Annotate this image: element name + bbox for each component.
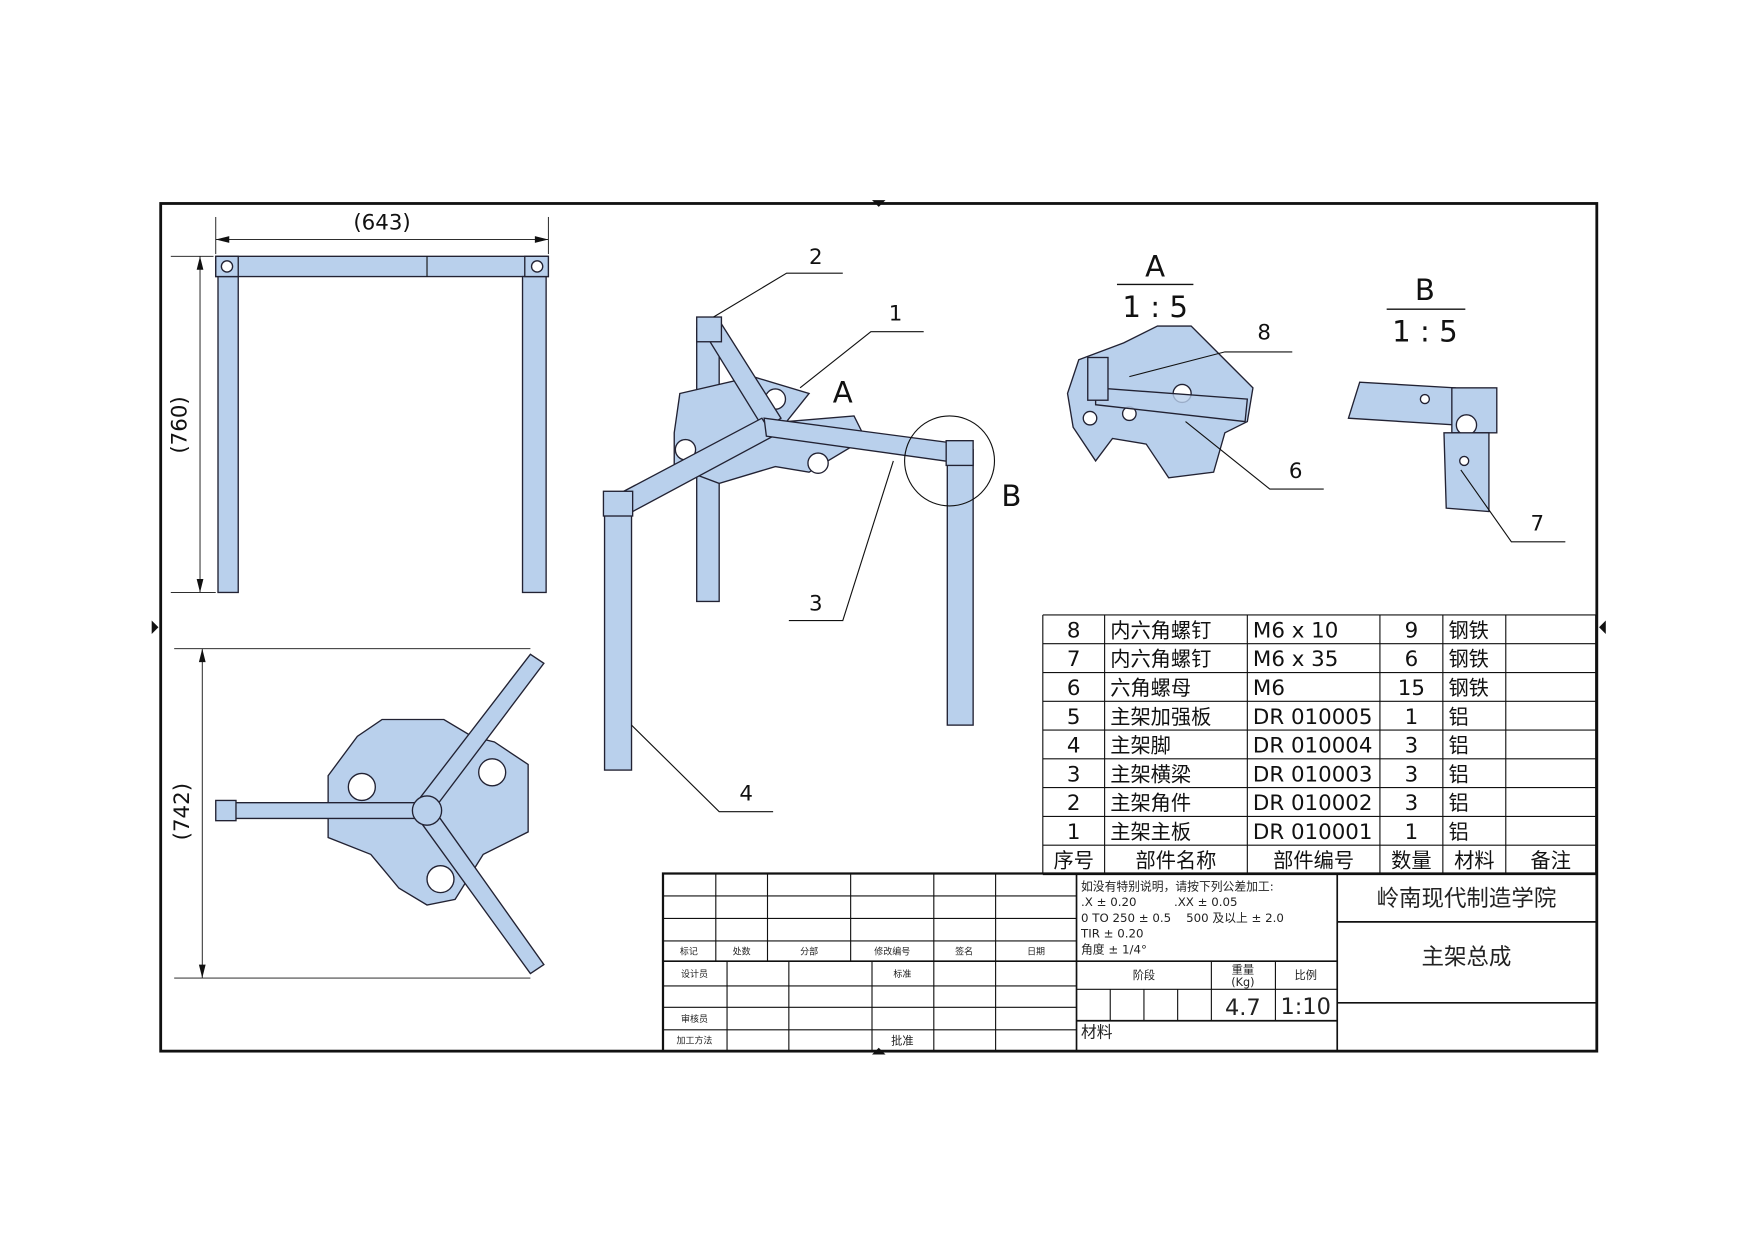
center-marks <box>151 200 1606 1055</box>
bom-cell: 5 <box>1067 705 1081 730</box>
drawing-title: 主架总成 <box>1422 945 1512 971</box>
bom-cell: 铝 <box>1448 734 1468 758</box>
rev-header-change-no: 修改编号 <box>874 945 910 957</box>
bom-cell: 4 <box>1067 734 1081 759</box>
bom-cell: 2 <box>1067 791 1081 816</box>
bom-cell: 主架主板 <box>1110 820 1191 844</box>
detail-a-view: A 1 : 5 8 6 <box>1066 250 1324 490</box>
top-height-dimension: (742) <box>170 783 195 840</box>
tolerance-line-1: 如没有特别说明，请按下列公差加工: <box>1081 879 1274 893</box>
balloon-3: 3 <box>809 591 823 616</box>
bom-cell: DR 010002 <box>1253 791 1373 816</box>
front-width-dimension: (643) <box>353 210 410 235</box>
front-view: (643) (760) <box>168 210 550 594</box>
process-label: 加工方法 <box>676 1034 712 1046</box>
top-view: (742) <box>170 648 545 979</box>
rev-header-signature: 签名 <box>955 945 973 957</box>
school-name: 岭南现代制造学院 <box>1377 886 1557 912</box>
bom-cell: 钢铁 <box>1448 676 1488 700</box>
bom-header: 备注 <box>1531 849 1571 873</box>
bom-cell: 15 <box>1398 676 1425 701</box>
balloon-8: 8 <box>1257 321 1271 346</box>
bom-cell: 1 <box>1405 820 1419 845</box>
bom-cell: M6 x 35 <box>1253 647 1338 672</box>
tolerance-line-2: .X ± 0.20 .XX ± 0.05 <box>1081 895 1238 909</box>
bom-cell: DR 010003 <box>1253 762 1373 787</box>
approve-label: 批准 <box>891 1033 913 1047</box>
bom-header: 部件名称 <box>1136 849 1217 873</box>
drawing-frame <box>159 202 1599 1053</box>
detail-b-view: B 1 : 5 7 <box>1347 273 1566 543</box>
standard-label: 标准 <box>893 968 911 980</box>
tolerance-line-5: 角度 ± 1/4° <box>1081 942 1147 956</box>
balloon-7: 7 <box>1530 512 1544 537</box>
bom-cell: 铝 <box>1448 705 1468 729</box>
bom-cell: DR 010005 <box>1253 705 1373 730</box>
bom-cell: 3 <box>1405 791 1419 816</box>
title-block <box>661 872 1598 1053</box>
bom-cell: 内六角螺钉 <box>1110 647 1211 671</box>
bom-cell: 主架脚 <box>1110 734 1171 758</box>
bom-table: 8 内六角螺钉 M6 x 10 9 钢铁 7 内六角螺钉 M6 x 35 6 钢铁 6 六角螺母 M6 1… <box>1042 614 1597 876</box>
bom-cell: 主架横梁 <box>1110 762 1191 786</box>
material-label: 材料 <box>1081 1023 1113 1042</box>
balloon-6: 6 <box>1289 459 1303 484</box>
detail-b-circle <box>904 415 996 507</box>
rev-header-date: 日期 <box>1027 946 1045 957</box>
bom-cell: 六角螺母 <box>1110 676 1191 700</box>
stage-label: 阶段 <box>1133 968 1155 982</box>
bom-cell: 铝 <box>1448 762 1468 786</box>
bom-cell: 内六角螺钉 <box>1110 618 1211 642</box>
weight-value: 4.7 <box>1225 995 1261 1021</box>
bom-cell: 6 <box>1067 676 1081 701</box>
bom-cell: DR 010004 <box>1253 734 1373 759</box>
bom-cell: 3 <box>1405 734 1419 759</box>
detail-a-scale: 1 : 5 <box>1122 290 1188 324</box>
title-block-text: 标记 处数 分部 修改编号 签名 日期 设计员 标准 审核员 加工方法 批准 如… <box>676 879 1556 1047</box>
scale-value: 1:10 <box>1281 994 1331 1020</box>
bom-cell: M6 x 10 <box>1253 618 1338 643</box>
tolerance-line-3: 0 TO 250 ± 0.5 500 及以上 ± 2.0 <box>1081 911 1284 925</box>
bom-cell: 6 <box>1405 647 1419 672</box>
rev-header-mark: 标记 <box>680 945 698 957</box>
detail-b-marker: B <box>1001 479 1021 513</box>
bom-header: 部件编号 <box>1273 849 1354 873</box>
detail-a-label: A <box>1145 250 1165 284</box>
bom-cell: 3 <box>1067 762 1081 787</box>
detail-b-scale: 1 : 5 <box>1392 315 1458 349</box>
bom-header: 材料 <box>1454 849 1494 873</box>
scale-label: 比例 <box>1295 968 1317 982</box>
bom-cell: 钢铁 <box>1448 618 1488 642</box>
bom-cell: DR 010001 <box>1253 820 1373 845</box>
balloon-4: 4 <box>739 781 753 806</box>
rev-header-count: 处数 <box>733 945 751 957</box>
tolerance-line-4: TIR ± 0.20 <box>1080 927 1144 941</box>
bom-cell: 8 <box>1067 618 1081 643</box>
bom-cell: 钢铁 <box>1448 647 1488 671</box>
bom-cell: 1 <box>1067 820 1081 845</box>
rev-header-zone: 分部 <box>800 945 818 957</box>
bom-cell: 9 <box>1405 618 1419 643</box>
designer-label: 设计员 <box>681 968 708 980</box>
balloon-1: 1 <box>889 301 903 326</box>
bom-cell: 铝 <box>1448 820 1468 844</box>
weight-label: 重量 <box>1232 963 1254 977</box>
bom-cell: 主架角件 <box>1110 791 1191 815</box>
bom-cell: 主架加强板 <box>1110 705 1211 729</box>
bom-header: 序号 <box>1053 849 1093 873</box>
bom-cell: M6 <box>1253 676 1285 701</box>
bom-cell: 铝 <box>1448 791 1468 815</box>
bom-cell: 7 <box>1067 647 1081 672</box>
detail-b-label: B <box>1415 273 1435 307</box>
bom-header: 数量 <box>1391 849 1431 873</box>
bom-cell: 3 <box>1405 762 1419 787</box>
detail-a-marker: A <box>833 375 853 409</box>
isometric-view: 2 1 3 4 A B <box>602 245 1021 813</box>
front-height-dimension: (760) <box>168 396 193 453</box>
reviewer-label: 审核员 <box>681 1013 708 1025</box>
balloon-2: 2 <box>809 245 823 270</box>
weight-unit: (Kg) <box>1231 976 1254 989</box>
bom-cell: 1 <box>1405 705 1419 730</box>
